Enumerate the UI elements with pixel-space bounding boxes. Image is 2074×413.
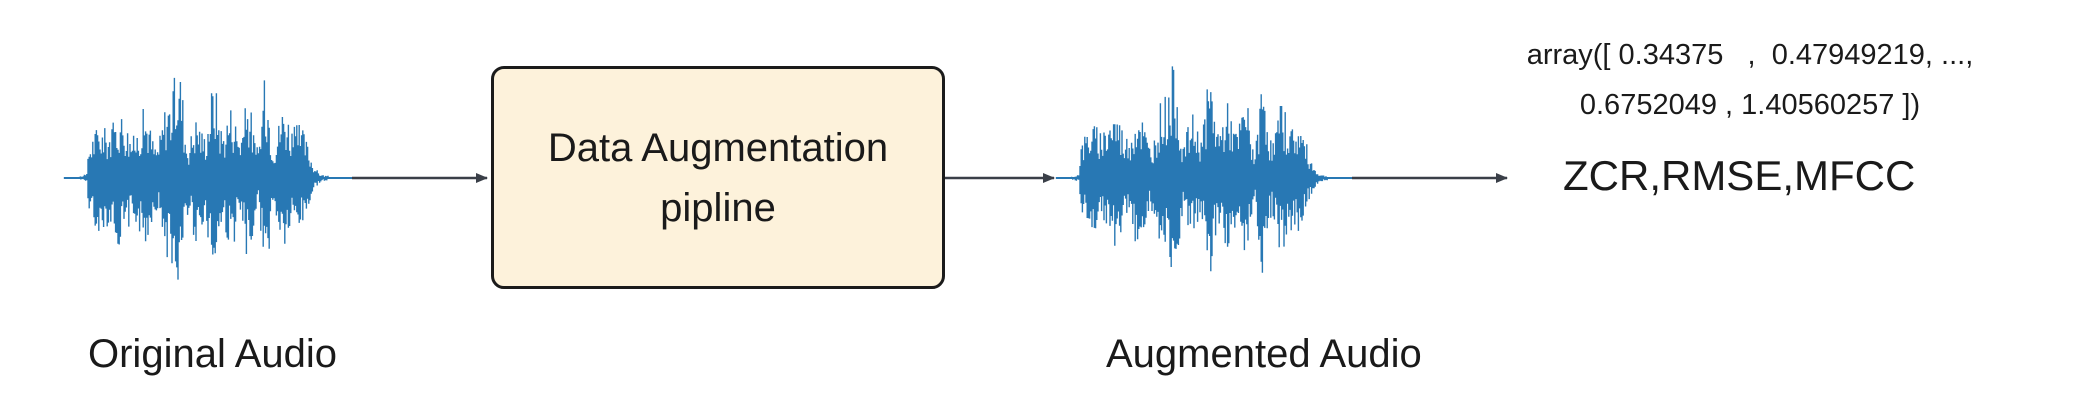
original-audio-label: Original Audio xyxy=(88,332,338,376)
augmentation-label-line1: Data Augmentation xyxy=(547,125,889,170)
waveform-trace xyxy=(63,77,353,280)
augmentation-pipeline-box: Data Augmentation pipline xyxy=(491,66,945,289)
feature-array-line1: array([ 0.34375 , 0.47949219, ..., xyxy=(1526,39,1974,71)
augmented-audio-label: Augmented Audio xyxy=(1106,332,1422,376)
original-audio-waveform-icon xyxy=(63,77,353,280)
augmentation-label-line2: pipline xyxy=(660,185,776,230)
feature-array-line2: 0.6752049 , 1.40560257 ]) xyxy=(1579,89,1921,121)
waveform-trace xyxy=(1055,66,1352,273)
features-label: ZCR,RMSE,MFCC xyxy=(1563,152,1916,199)
feature-array-output: array([ 0.34375 , 0.47949219, ..., 0.675… xyxy=(1450,30,2050,130)
augmented-audio-waveform-icon xyxy=(1055,66,1352,273)
